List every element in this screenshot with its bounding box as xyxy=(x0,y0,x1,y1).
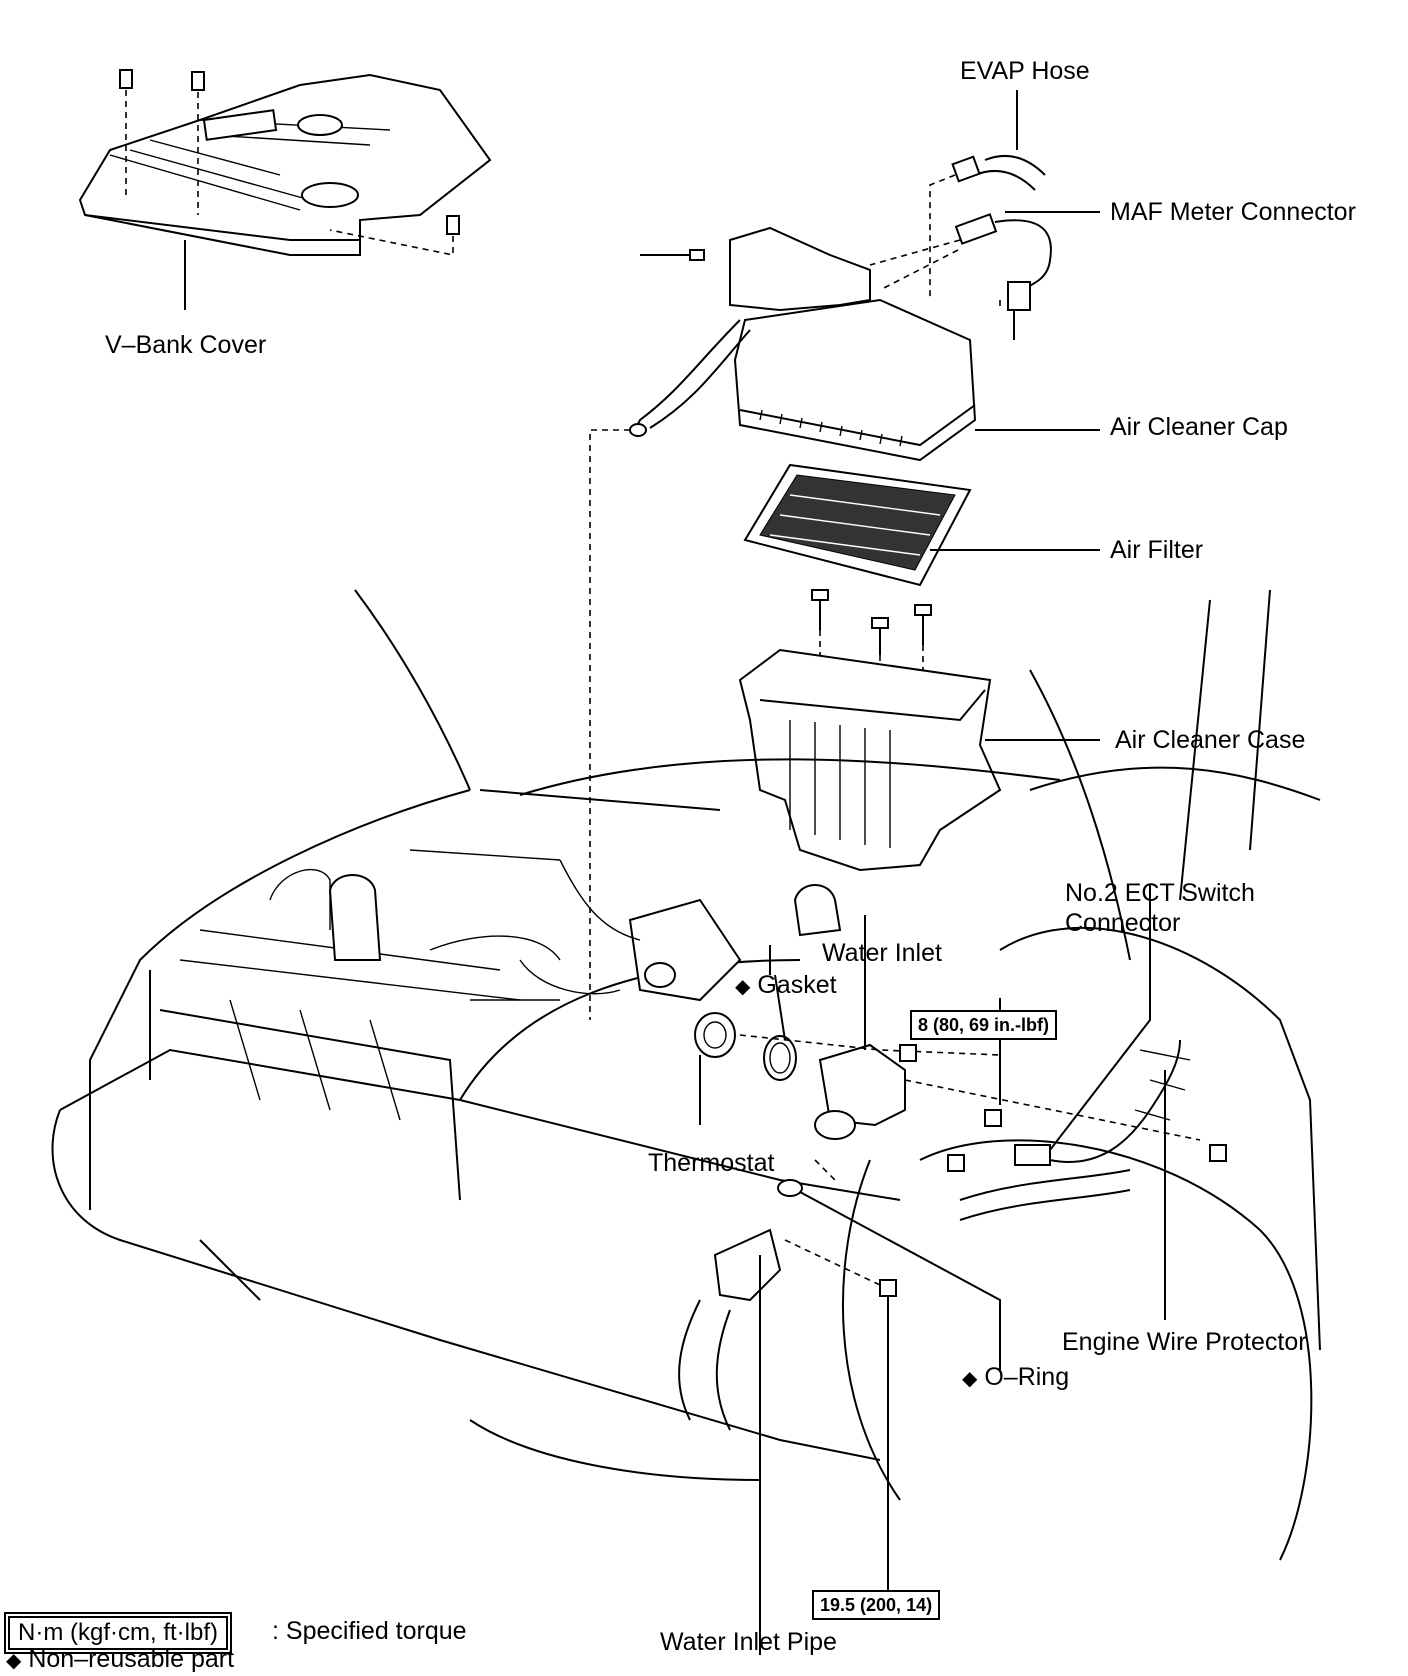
label-water-inlet-pipe: Water Inlet Pipe xyxy=(660,1628,837,1656)
non-reusable-diamond-icon: ◆ xyxy=(6,1650,22,1672)
non-reusable-diamond-icon: ◆ xyxy=(962,1368,978,1390)
water-inlet-assembly-drawing xyxy=(694,915,1227,1172)
label-gasket-text: Gasket xyxy=(757,971,837,999)
label-water-inlet: Water Inlet xyxy=(822,939,942,967)
evap-hose-drawing xyxy=(929,90,1046,300)
legend-torque-unit-box: N·m (kgf·cm, ft·lbf) xyxy=(4,1612,232,1654)
label-air-filter: Air Filter xyxy=(1110,536,1204,564)
label-air-cleaner-case: Air Cleaner Case xyxy=(1115,726,1306,754)
label-thermostat: Thermostat xyxy=(648,1149,775,1177)
v-bank-cover-drawing xyxy=(78,69,492,310)
legend-torque-desc: : Specified torque xyxy=(272,1617,467,1645)
label-o-ring-text: O–Ring xyxy=(984,1363,1070,1391)
torque-box-water-inlet: 8 (80, 69 in.-lbf) xyxy=(910,1010,1058,1040)
label-gasket: ◆ Gasket xyxy=(735,970,837,1002)
label-no2-ect-line1: No.2 ECT Switch xyxy=(1065,879,1255,907)
label-o-ring: ◆ O–Ring xyxy=(962,1362,1069,1394)
air-filter-drawing xyxy=(743,463,1100,587)
air-cleaner-case-drawing xyxy=(738,648,1100,872)
water-inlet-pipe-drawing xyxy=(678,1159,1001,1655)
label-v-bank-cover: V–Bank Cover xyxy=(105,331,267,359)
engine-wire-protector-drawing xyxy=(959,885,1191,1320)
maf-connector-drawing xyxy=(869,211,1100,340)
engine-bay-drawing xyxy=(179,849,842,1121)
label-air-cleaner-cap: Air Cleaner Cap xyxy=(1110,413,1288,441)
label-evap-hose: EVAP Hose xyxy=(960,57,1090,85)
label-no2-ect-switch-connector: No.2 ECT Switch Connector xyxy=(1065,878,1255,938)
legend-non-reusable: ◆ Non–reusable part xyxy=(6,1644,234,1676)
vehicle-body-drawing xyxy=(51,589,1321,1561)
torque-box-water-inlet-pipe: 19.5 (200, 14) xyxy=(812,1590,941,1620)
non-reusable-diamond-icon: ◆ xyxy=(735,976,751,998)
label-maf-meter-connector: MAF Meter Connector xyxy=(1110,198,1356,226)
legend-non-reusable-text: Non–reusable part xyxy=(28,1645,235,1673)
air-cleaner-cap-drawing xyxy=(589,226,1100,1020)
label-no2-ect-line2: Connector xyxy=(1065,909,1181,937)
label-engine-wire-protector: Engine Wire Protector xyxy=(1062,1328,1307,1356)
